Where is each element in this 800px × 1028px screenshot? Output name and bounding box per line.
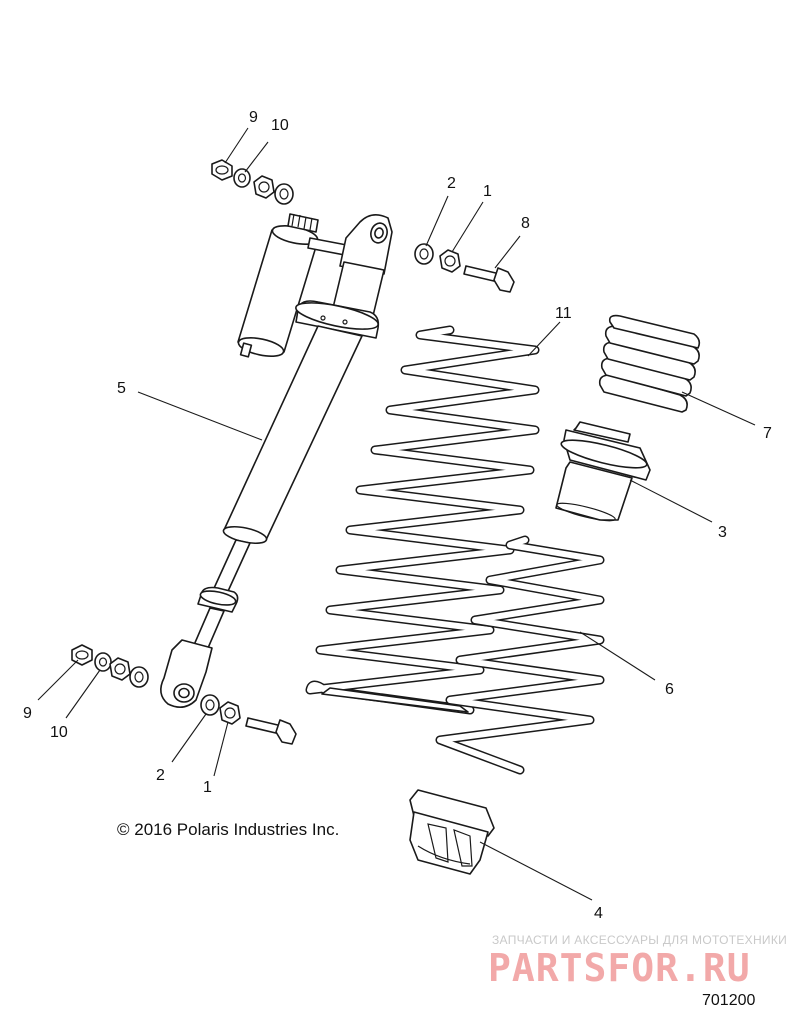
watermark-tagline: ЗАПЧАСТИ И АКСЕССУАРЫ ДЛЯ МОТОТЕХНИКИ	[492, 933, 788, 947]
coil-spring-secondary	[435, 535, 605, 775]
nut-9-top	[211, 159, 233, 181]
callout-7: 7	[763, 425, 772, 442]
callout-11: 11	[555, 305, 572, 322]
shock-bottom-eye	[160, 639, 213, 708]
washer-10-bottom	[94, 652, 112, 672]
callout-1-top: 1	[483, 183, 492, 200]
callout-5: 5	[117, 380, 126, 397]
bushing-bottom-left	[109, 657, 131, 681]
top-hardware	[211, 159, 515, 293]
callout-4: 4	[594, 905, 603, 922]
washer-bottom-left	[129, 666, 149, 688]
shock-absorber	[160, 213, 393, 708]
coil-spring-main	[305, 325, 540, 715]
callout-8: 8	[521, 215, 530, 232]
callout-10-bottom: 10	[50, 724, 68, 741]
leader-lines	[37, 127, 756, 901]
shock-shaft	[193, 539, 251, 649]
washer-10-top	[233, 168, 251, 188]
callout-2-top: 2	[447, 175, 456, 192]
bushing-top	[253, 175, 275, 199]
callout-9-top: 9	[249, 109, 258, 126]
bolt-bottom	[245, 717, 297, 745]
callout-1-bottom: 1	[203, 779, 212, 796]
tender-spring-stack	[598, 314, 701, 413]
bushing-1-top	[439, 249, 461, 273]
shock-reservoir	[237, 213, 319, 358]
drawing-number: 701200	[702, 992, 756, 1009]
callout-3: 3	[718, 524, 727, 541]
callout-2-bottom: 2	[156, 767, 165, 784]
washer-2-bottom	[200, 694, 220, 716]
callout-10-top: 10	[271, 117, 289, 134]
bushing-1-bottom	[219, 701, 241, 725]
callout-6: 6	[665, 681, 674, 698]
callout-numbers: 9 10 2 1 8 11 7 5 3 6 9 10 2 1 4	[23, 109, 772, 922]
washer-2-top	[414, 243, 434, 265]
nut-9-bottom	[71, 644, 93, 666]
copyright-notice: © 2016 Polaris Industries Inc.	[117, 820, 340, 839]
washer-top-outer	[274, 183, 294, 205]
callout-9-bottom: 9	[23, 705, 32, 722]
bolt-8	[463, 265, 515, 293]
lower-spring-seat	[409, 789, 495, 875]
shock-body	[222, 261, 385, 545]
spring-adapter	[555, 421, 651, 522]
bottom-hardware	[71, 644, 297, 745]
watermark-logo: PARTSFOR.RU	[488, 946, 751, 990]
shock-top-eye	[339, 214, 393, 275]
